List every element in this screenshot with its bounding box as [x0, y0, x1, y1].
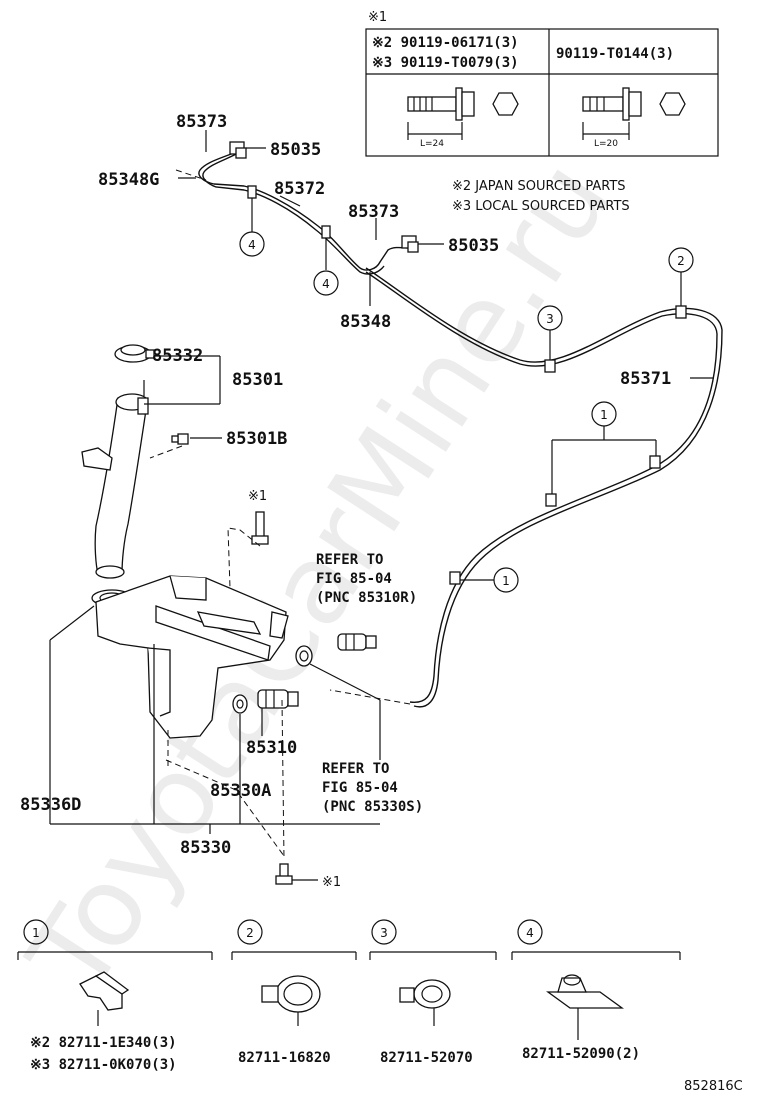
washer-nozzle-icon [229, 141, 247, 159]
clip-panel-1-line2: ※3 82711-0K070(3) [30, 1057, 177, 1073]
clip-marker-1b: 1 [493, 567, 519, 593]
svg-text:1: 1 [502, 574, 510, 588]
leader-lines-upper [178, 130, 714, 581]
clip-panel-4-line1: 82711-52090(2) [522, 1046, 640, 1062]
hose-clip-82711-1e340-icon [79, 971, 130, 1026]
clip-panel-2-line1: 82711-16820 [238, 1050, 331, 1066]
clip-panel-3-line1: 82711-52070 [380, 1050, 473, 1066]
clip-panel-2: 2 82711-16820 [231, 919, 357, 1066]
washer-tank-assembly [49, 344, 381, 885]
svg-text:1: 1 [600, 408, 608, 422]
part-number-85373-upper: 85373 [176, 112, 227, 132]
refer-upper-line3: (PNC 85310R) [316, 590, 417, 606]
clip-panel-4: 4 82711-52090(2) [511, 919, 681, 1062]
washer-pump-85310r-icon [337, 633, 377, 651]
refer-lower-line1: REFER TO [322, 761, 389, 777]
svg-text:4: 4 [322, 277, 330, 291]
part-number-85330: 85330 [180, 838, 231, 858]
part-number-85348g: 85348G [98, 170, 159, 190]
part-number-85310: 85310 [246, 738, 297, 758]
washer-hose-assembly [175, 141, 723, 708]
part-number-85371: 85371 [620, 369, 671, 389]
refer-upper-line1: REFER TO [316, 552, 383, 568]
flange-bolt-icon: L=24 [407, 87, 519, 149]
clip-panel-3-index: 3 [380, 926, 388, 940]
hose-clip-82711-52070-icon [399, 979, 451, 1026]
bolt-length-left: L=24 [420, 139, 444, 149]
clip-marker-4a: 4 [239, 231, 265, 257]
fastener-row-right: 90119-T0144(3) [556, 46, 674, 62]
refer-upper-line2: FIG 85-04 [316, 571, 392, 587]
hose-clip-82711-52090-icon [546, 974, 624, 1040]
part-number-85348: 85348 [340, 312, 391, 332]
clip-panel-1-line1: ※2 82711-1E340(3) [30, 1035, 177, 1051]
part-number-85336d: 85336D [20, 795, 81, 815]
note-japan-sourced: ※2 JAPAN SOURCED PARTS [452, 179, 626, 194]
washer-nozzle-icon [401, 235, 419, 253]
fastener-row-japan: ※2 90119-06171(3) [372, 35, 519, 51]
hose-clip-82711-16820-icon [261, 975, 321, 1026]
clip-marker-4b: 4 [313, 270, 339, 296]
clip-marker-2: 2 [668, 247, 694, 273]
bolt-length-right: L=20 [594, 139, 618, 149]
part-number-85332: 85332 [152, 346, 203, 366]
clip-panel-3: 3 82711-52070 [369, 919, 497, 1066]
fastener-table: ※1 ※2 90119-06171(3) ※3 90119-T0079(3) 9… [365, 10, 719, 157]
part-number-85035-lower: 85035 [448, 236, 499, 256]
svg-text:3: 3 [546, 312, 554, 326]
grommet-upper-icon [295, 645, 313, 667]
part-number-85035-upper: 85035 [270, 140, 321, 160]
clip-marker-1a: 1 [591, 401, 617, 427]
refer-lower-line2: FIG 85-04 [322, 780, 398, 796]
bolt-85301b-icon [171, 433, 189, 445]
note-local-sourced: ※3 LOCAL SOURCED PARTS [452, 199, 630, 214]
fastener-table-title: ※1 [368, 10, 387, 25]
bolt-star1-top-icon [251, 511, 269, 545]
bolt-star1-bottom-icon [275, 863, 293, 885]
tank-cap-85332-icon [114, 344, 155, 363]
star1-label-bottom: ※1 [322, 875, 341, 890]
svg-text:4: 4 [248, 238, 256, 252]
clip-panel-1: 1 ※2 82711-1E340(3) ※3 82711-0K070(3) [17, 919, 213, 1073]
washer-pump-85310-icon [257, 689, 299, 709]
svg-text:2: 2 [677, 254, 685, 268]
clip-panel-2-index: 2 [246, 926, 254, 940]
star1-label-top: ※1 [248, 489, 267, 504]
fastener-table-border [365, 28, 719, 157]
clip-panel-4-index: 4 [526, 926, 534, 940]
refer-lower-line3: (PNC 85330S) [322, 799, 423, 815]
figure-code: 852816C [684, 1079, 743, 1094]
part-number-85372: 85372 [274, 179, 325, 199]
clip-marker-3: 3 [537, 305, 563, 331]
part-number-85330a: 85330A [210, 781, 271, 801]
part-number-85373-lower: 85373 [348, 202, 399, 222]
part-number-85301b: 85301B [226, 429, 287, 449]
clip-panel-1-index: 1 [32, 926, 40, 940]
flange-bolt-icon: L=20 [582, 87, 686, 149]
part-number-85301: 85301 [232, 370, 283, 390]
grommet-85330a-icon [232, 694, 248, 714]
fastener-row-local: ※3 90119-T0079(3) [372, 55, 519, 71]
